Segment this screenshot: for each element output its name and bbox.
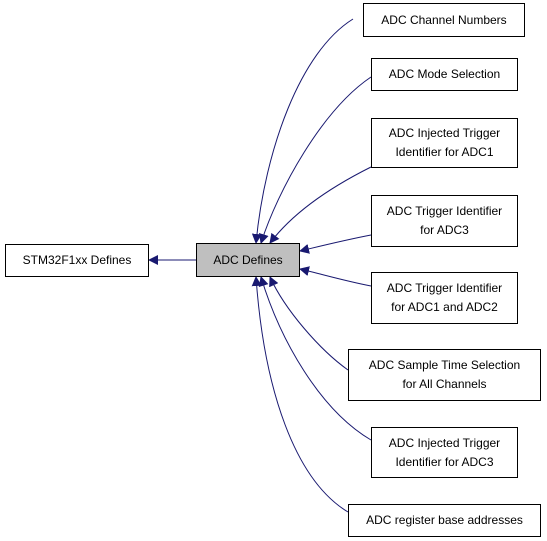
node-label-line-1: ADC Injected Trigger <box>388 435 501 450</box>
node-label-line-1: ADC Trigger Identifier <box>386 281 503 295</box>
edge-trigger-adc1-adc2 <box>299 266 372 287</box>
node-label: STM32F1xx Defines <box>22 253 132 267</box>
node-adc-injected-trigger-adc1[interactable]: ADC Injected Trigger Identifier for ADC1 <box>371 118 518 168</box>
node-label-line-1: ADC Sample Time Selection <box>368 358 521 372</box>
node-adc-trigger-adc1-adc2[interactable]: ADC Trigger Identifier for ADC1 and ADC2 <box>371 272 518 324</box>
edge-trigger-adc3 <box>299 234 372 254</box>
node-label-line-2: Identifier for ADC3 <box>395 454 494 469</box>
node-adc-register-base-addresses[interactable]: ADC register base addresses <box>348 504 541 537</box>
node-adc-mode-selection[interactable]: ADC Mode Selection <box>371 58 518 91</box>
node-label-line-2: Identifier for ADC1 <box>395 145 494 159</box>
node-label: ADC Mode Selection <box>388 67 501 81</box>
node-adc-sample-time-selection[interactable]: ADC Sample Time Selection for All Channe… <box>348 349 541 401</box>
edge-register-base <box>251 276 349 513</box>
node-label: ADC register base addresses <box>366 513 523 527</box>
node-label-line-2: for ADC3 <box>420 223 469 237</box>
node-adc-channel-numbers[interactable]: ADC Channel Numbers <box>363 3 525 37</box>
node-label-line-1: ADC Trigger Identifier <box>386 204 503 218</box>
edge-channel-numbers <box>251 18 354 244</box>
node-label: ADC Channel Numbers <box>381 12 507 27</box>
node-adc-defines: ADC Defines <box>196 243 300 277</box>
node-label: ADC Defines <box>213 252 283 267</box>
edge-injected-trigger-adc3 <box>258 276 372 441</box>
node-label-line-2: for ADC1 and ADC2 <box>391 300 498 314</box>
node-stm32f1xx-defines[interactable]: STM32F1xx Defines <box>5 244 149 277</box>
edge-mode-selection <box>258 76 372 244</box>
edge-sample-time <box>269 276 349 371</box>
node-adc-injected-trigger-adc3[interactable]: ADC Injected Trigger Identifier for ADC3 <box>371 427 518 478</box>
node-label-line-2: for All Channels <box>402 377 487 391</box>
node-adc-trigger-adc3[interactable]: ADC Trigger Identifier for ADC3 <box>371 195 518 247</box>
node-label-line-1: ADC Injected Trigger <box>388 126 501 140</box>
edge-injected-trigger-adc1 <box>269 166 372 244</box>
